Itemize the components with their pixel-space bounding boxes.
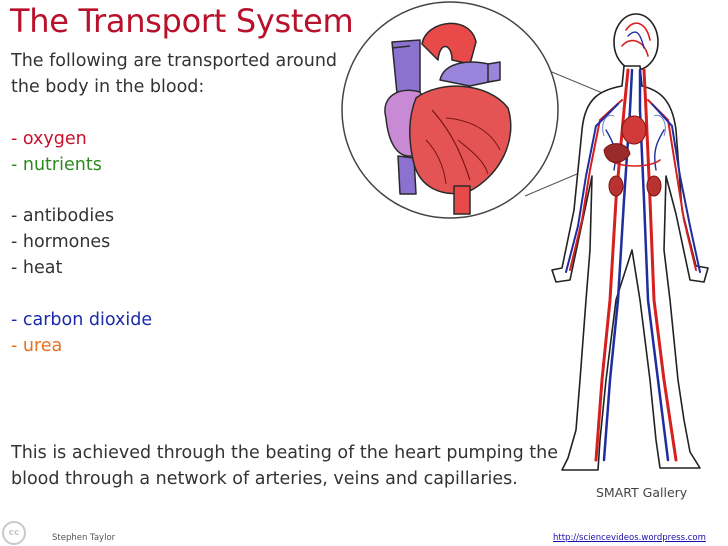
list-item-carbon-dioxide: - carbon dioxide: [11, 310, 153, 330]
list-item-nutrients: - nutrients: [11, 155, 102, 175]
transported-list-other: - antibodies - hormones - heat: [11, 203, 114, 281]
list-item-oxygen: - oxygen: [11, 129, 87, 149]
slide-title: The Transport System: [10, 2, 354, 40]
image-credit: SMART Gallery: [596, 485, 688, 500]
intro-text: The following are transported around the…: [11, 51, 338, 97]
list-item-urea: - urea: [11, 336, 63, 356]
transported-list-waste: - carbon dioxide - urea: [11, 307, 152, 359]
circulatory-system-figure: [551, 13, 709, 471]
heart-illustration: [384, 22, 512, 215]
creative-commons-icon: cc: [2, 521, 26, 545]
figure-vessels: [565, 22, 701, 462]
list-item-antibodies: - antibodies: [11, 206, 115, 226]
list-item-heat: - heat: [11, 258, 63, 278]
summary-text: This is achieved through the beating of …: [11, 443, 559, 489]
list-item-hormones: - hormones: [11, 232, 111, 252]
author-credit: Stephen Taylor: [52, 533, 116, 543]
transported-list-gases-nutrients: - oxygen - nutrients: [11, 126, 102, 178]
source-link[interactable]: http://sciencevideos.wordpress.com: [553, 533, 706, 543]
figure-organs: [602, 114, 666, 197]
